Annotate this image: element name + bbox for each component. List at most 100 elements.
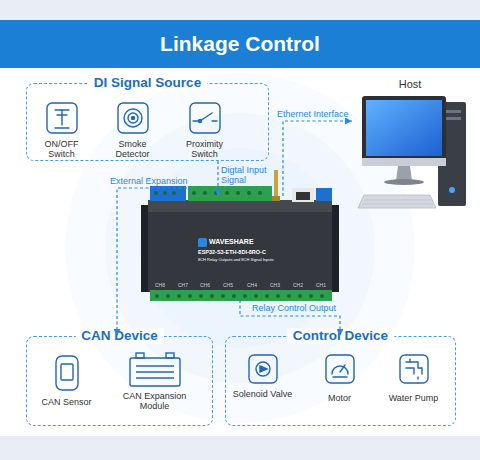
node-label: Solenoid Valve: [233, 389, 293, 399]
terminal-block: [316, 188, 332, 201]
icon-stroke: [61, 364, 73, 380]
connector-label: External Expansion: [110, 176, 190, 186]
node-label: CAN Sensor: [37, 397, 97, 407]
icon-stroke: [332, 366, 348, 374]
top-strip: [0, 0, 480, 20]
host-computer: Host: [352, 76, 468, 216]
device-icon-box: CAN Sensor: [37, 352, 97, 412]
node-label: Smoke Detector: [111, 139, 155, 159]
icon-stroke: [417, 377, 418, 379]
icon-stroke: [130, 358, 180, 386]
can-module-icon: [130, 353, 180, 386]
node-label: Water Pump: [384, 393, 444, 403]
icon-stroke: [199, 120, 202, 123]
icon-stroke: [256, 362, 270, 376]
board-print: ESP32-S3-ETH-8DI-8RO-C: [198, 250, 266, 256]
node-label: Proximity Switch: [183, 139, 227, 159]
device-icon-box: Proximity Switch: [183, 103, 227, 157]
title-text: Linkage Control: [0, 20, 480, 68]
group-heading: Control Device: [287, 328, 394, 344]
monitor-base: [384, 179, 424, 185]
icon-stroke: [406, 362, 422, 374]
switch-icon: [47, 103, 77, 133]
keyboard: [358, 195, 436, 208]
icon-frame: [400, 355, 428, 383]
connector-label: Digtal Input Signal: [221, 165, 277, 185]
icon-stroke: [260, 366, 267, 372]
node-label: Motor: [310, 393, 370, 403]
channel-label: CH3: [267, 282, 283, 288]
terminal-screws: [154, 191, 324, 298]
controller-board: WAVESHAREESP32-S3-ETH-8DI-8RO-C8CH Relay…: [145, 196, 337, 300]
icon-stroke: [56, 356, 78, 390]
icon-stroke: [166, 353, 174, 358]
device-icon-box: ON/OFF Switch: [40, 103, 84, 157]
antenna-base: [272, 196, 280, 201]
icon-frame: [118, 103, 148, 133]
icon-frame: [249, 355, 277, 383]
icon-frame: [326, 355, 354, 383]
terminal-block: [150, 290, 332, 301]
node-label: CAN Expansion Module: [115, 391, 195, 411]
monitor-neck: [396, 166, 412, 181]
keyboard-row: [362, 204, 433, 205]
icon-stroke: [132, 117, 135, 120]
dashed-connector: [217, 161, 218, 196]
group-box: CAN DeviceCAN SensorCAN Expansion Module: [26, 336, 213, 426]
icon-stroke: [409, 359, 410, 362]
channel-label: CH1: [313, 282, 329, 288]
icon-stroke: [57, 114, 67, 115]
group-heading: DI Signal Source: [88, 75, 207, 91]
icon-stroke: [136, 377, 174, 378]
title-band: [0, 20, 480, 68]
icon-stroke: [212, 120, 217, 121]
channel-label: CH8: [152, 282, 168, 288]
icon-stroke: [128, 113, 138, 123]
valve-icon: [249, 355, 277, 383]
terminal-block: [150, 186, 186, 201]
group-box: Control DeviceSolenoid ValveMotorWater P…: [225, 336, 456, 426]
device-icon-box: CAN Expansion Module: [115, 352, 195, 414]
smoke-icon: [118, 103, 148, 133]
connector-label: Ethernet Interface: [277, 109, 357, 119]
group-heading: CAN Device: [75, 328, 164, 344]
antenna: [274, 170, 278, 200]
can-sensor-icon: [56, 356, 78, 390]
channel-label: CH4: [244, 282, 260, 288]
computer-illustration: [358, 96, 466, 208]
device-body: [148, 200, 332, 292]
group-box: DI Signal SourceON/OFF SwitchSmoke Detec…: [26, 83, 269, 161]
icon-stroke: [136, 365, 174, 366]
monitor-frame: [362, 96, 446, 166]
device-icon-box: Motor: [310, 355, 370, 413]
channel-label: CH5: [220, 282, 236, 288]
motor-icon: [326, 355, 354, 383]
device-illustration: [141, 170, 339, 301]
terminal-block: [188, 186, 272, 201]
bottom-strip: [0, 436, 480, 460]
proximity-icon: [190, 103, 220, 133]
icon-stroke: [136, 371, 174, 372]
device-icon-box: Solenoid Valve: [233, 355, 293, 413]
icon-stroke: [136, 353, 144, 358]
channel-label: CH7: [175, 282, 191, 288]
node-label: Host: [352, 76, 468, 91]
icon-frame: [47, 103, 77, 133]
brand-logo: [198, 238, 207, 247]
channel-label: CH2: [290, 282, 306, 288]
icon-stroke: [340, 365, 345, 372]
board-print: 8CH Relay Outputs and 8CH Signal Inputs: [198, 258, 274, 262]
device-icon-box: Smoke Detector: [111, 103, 155, 157]
rj45-port: [292, 188, 314, 202]
rj45-socket: [296, 192, 310, 200]
dashed-connector: [283, 121, 352, 196]
icon-stroke: [124, 109, 142, 127]
device-icon-box: Water Pump: [384, 355, 444, 413]
keyboard-row: [364, 200, 431, 201]
icon-stroke: [406, 368, 414, 374]
icon-stroke: [55, 127, 69, 128]
pump-icon: [400, 355, 428, 383]
icon-stroke: [333, 376, 347, 377]
